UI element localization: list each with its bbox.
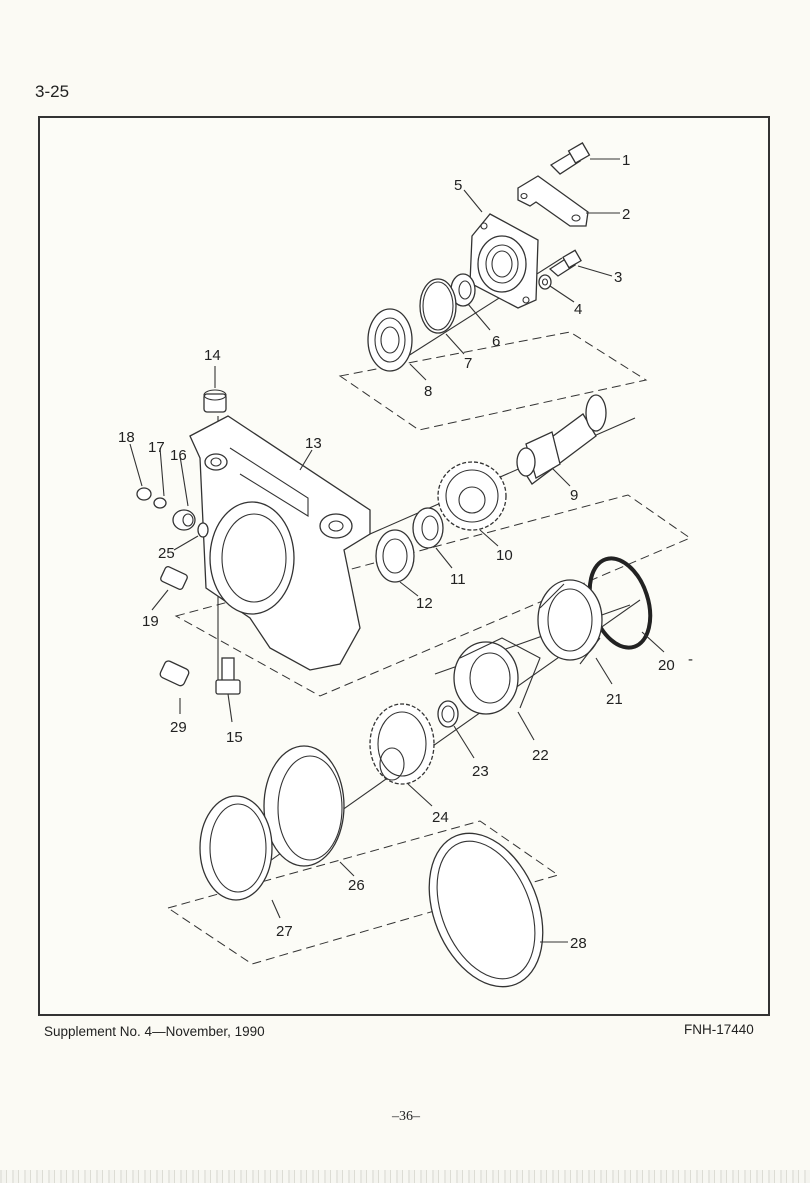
part-25-washer [197,522,209,538]
part-1-bolt [549,142,591,175]
part-21-sleeve [537,579,603,665]
sheet-number: –36– [392,1109,420,1124]
callout-1: 1 [622,152,630,169]
callout-10: 10 [496,547,513,564]
part-16-plug [172,509,196,531]
part-11-seal [412,507,444,549]
callout-19: 19 [142,613,159,630]
callout-4: 4 [574,301,582,318]
part-22-sleeve [453,637,541,715]
callout-12: 12 [416,595,433,612]
callout-26: 26 [348,877,365,894]
part-29-fitting [159,660,190,687]
part-19-plug [160,566,188,590]
part-10-gear [437,461,507,531]
callout-17: 17 [148,439,165,456]
callout-24: 24 [432,809,449,826]
scan-edge-noise [0,1170,810,1183]
part-5-bearing-housing [469,213,539,309]
callout-11: 11 [450,571,466,588]
callout-5: 5 [454,177,462,194]
callout-15: 15 [226,729,243,746]
part-3-bolt [548,249,582,277]
part-23-washer [437,700,459,728]
callout-28: 28 [570,935,587,952]
callout-20: 20 [658,657,675,674]
callout-22: 22 [532,747,549,764]
part-4-washer [538,274,552,290]
part-2-bracket [517,175,589,227]
callout-7: 7 [464,355,472,372]
callout-9: 9 [570,487,578,504]
callout-27: 27 [276,923,293,940]
footer-supplement-note: Supplement No. 4—November, 1990 [44,1024,265,1039]
callout-13: 13 [305,435,322,452]
callout-2: 2 [622,206,630,223]
part-7-snap-ring [419,278,457,334]
group-box-middle [174,494,692,697]
callout-18: 18 [118,429,135,446]
callout-14: 14 [204,347,221,364]
part-15-bolt [215,657,241,695]
callout-20-mark: - [688,651,693,668]
callout-16: 16 [170,447,187,464]
part-17-fitting [153,497,167,509]
callout-21: 21 [606,691,623,708]
part-13-knuckle-housing [189,415,371,671]
part-18-cap [136,487,152,501]
callout-3: 3 [614,269,622,286]
page-section-number: 3-25 [35,82,70,101]
leader-lines [129,158,665,943]
callout-23: 23 [472,763,489,780]
callout-25: 25 [158,545,175,562]
callout-8: 8 [424,383,432,400]
exploded-view-frame: 1 2 3 4 5 6 7 8 9 10 11 12 13 14 15 16 1… [38,116,770,1016]
callout-29: 29 [170,719,187,736]
exploded-parts-diagram: 1 2 3 4 5 6 7 8 9 10 11 12 13 14 15 16 1… [118,142,693,988]
part-9-splined-shaft [516,394,607,485]
group-box-upper [338,331,648,431]
callout-6: 6 [492,333,500,350]
part-14-bushing [203,389,227,413]
part-27-seal-ring [199,795,273,901]
part-26-seal-ring [263,745,345,867]
part-12-bearing [375,529,415,583]
part-8-bearing [367,308,413,372]
part-24-gear [369,703,435,785]
part-28-cover [428,832,544,988]
footer-document-code: FNH-17440 [684,1022,754,1037]
group-box-lower [166,820,560,965]
